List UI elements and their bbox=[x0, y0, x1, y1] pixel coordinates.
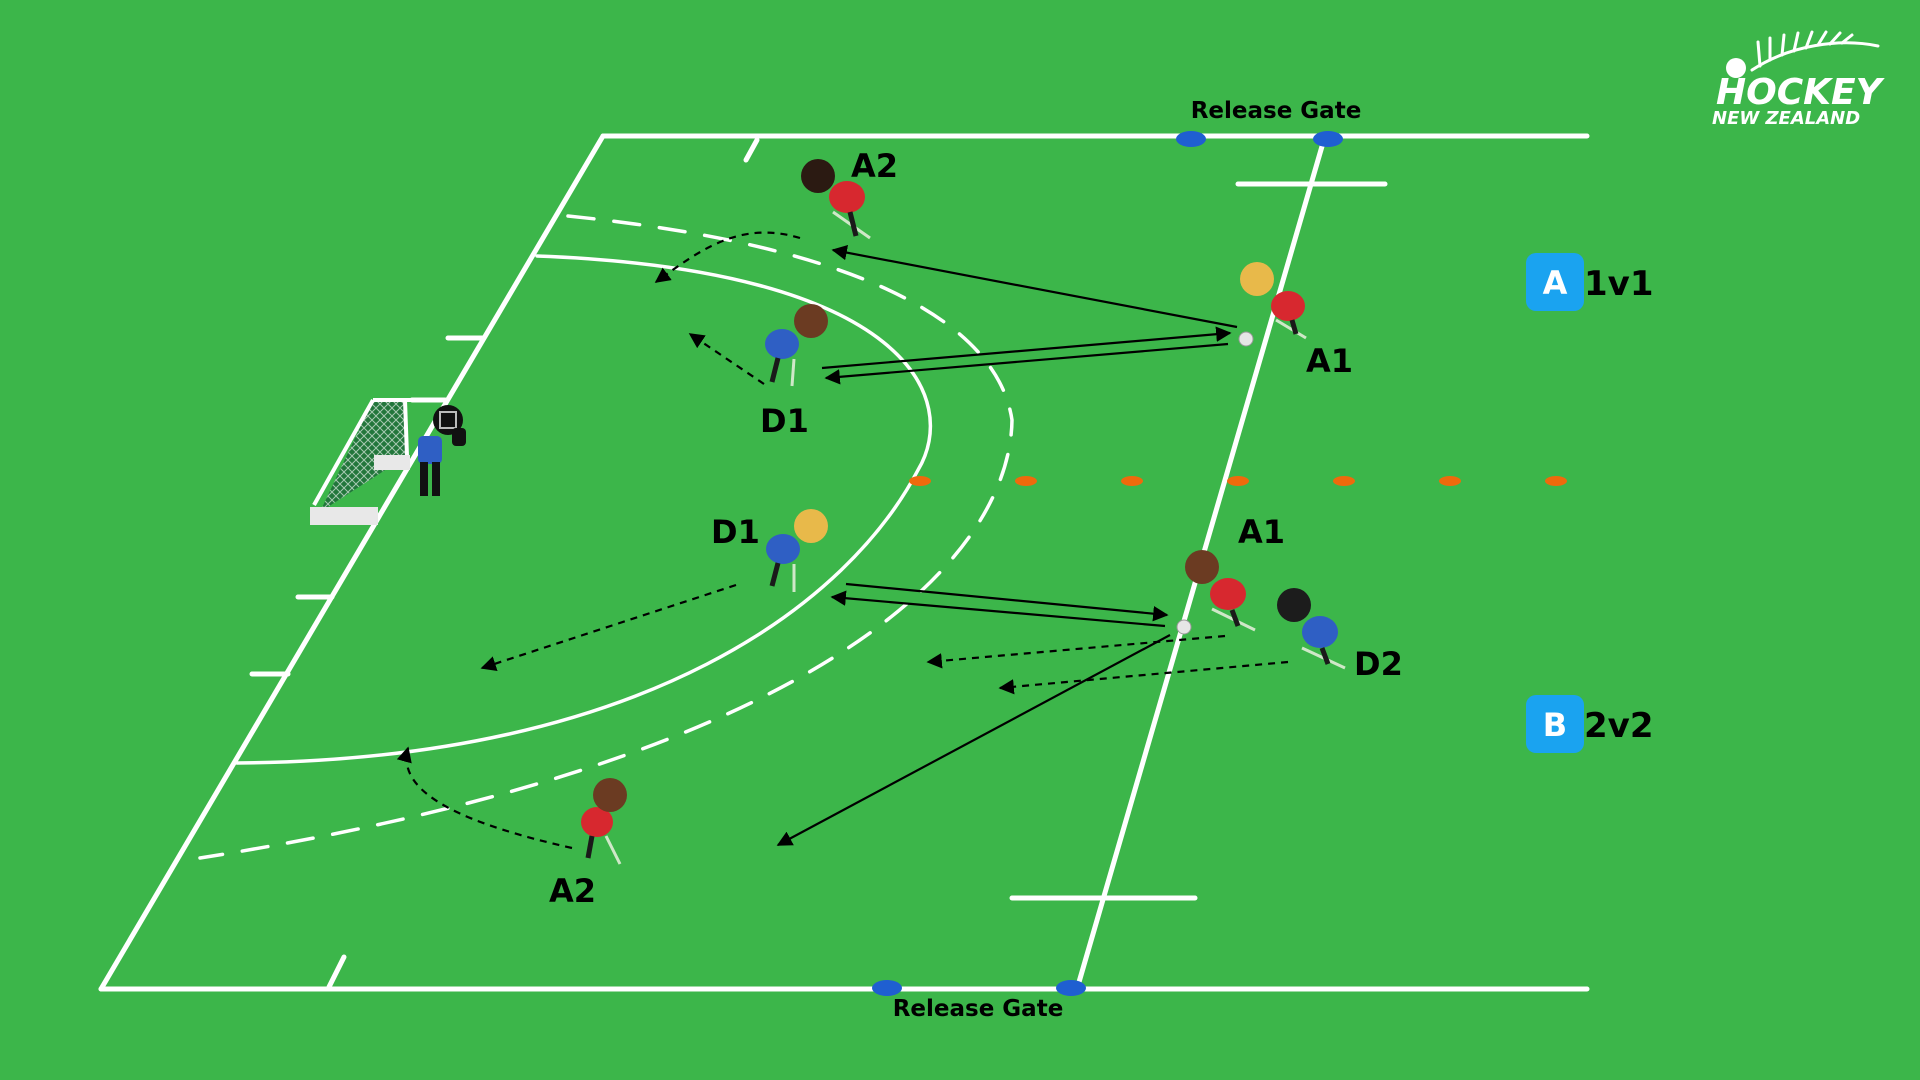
ball-logo-icon bbox=[1726, 58, 1746, 78]
logo-line-1: HOCKEY bbox=[1716, 72, 1886, 113]
run-d1-top bbox=[688, 333, 765, 385]
run-a1-bottom bbox=[926, 634, 1226, 669]
badge-a-letter: A bbox=[1543, 264, 1568, 302]
player-a2-bottom bbox=[581, 778, 627, 865]
player-a1-bottom bbox=[1185, 550, 1256, 632]
player-d1-bottom bbox=[766, 509, 828, 592]
ball-bottom bbox=[1176, 619, 1192, 635]
label-a1-bottom: A1 bbox=[1238, 513, 1285, 551]
five-metre-dashed-line bbox=[198, 214, 1014, 860]
pass-a1-long bbox=[776, 634, 1171, 846]
player-d2 bbox=[1277, 588, 1346, 670]
legend-item-b: B 2v2 bbox=[1526, 695, 1653, 753]
ball-top bbox=[1238, 331, 1254, 347]
logo-line-2: NEW ZEALAND bbox=[1712, 108, 1860, 129]
tick-bottom-2 bbox=[326, 954, 347, 990]
player-d1-top bbox=[765, 304, 828, 387]
cone-blue-top-2 bbox=[1313, 131, 1343, 147]
tick-top-1 bbox=[743, 137, 760, 163]
shooting-circle bbox=[235, 254, 933, 765]
label-d2: D2 bbox=[1354, 645, 1403, 683]
pass-d1-to-a1-top bbox=[821, 326, 1232, 370]
label-d1-bottom: D1 bbox=[711, 513, 760, 551]
goalkeeper bbox=[418, 405, 466, 496]
badge-b-letter: B bbox=[1543, 706, 1567, 744]
player-a2-top bbox=[801, 159, 871, 240]
back-line bbox=[98, 133, 606, 992]
label-a1-top: A1 bbox=[1306, 342, 1353, 380]
legend-a-label: 1v1 bbox=[1584, 264, 1653, 304]
fern-icon bbox=[1750, 30, 1880, 72]
run-a2-bottom bbox=[396, 746, 573, 850]
badge-a bbox=[1526, 253, 1584, 311]
pass-a1-to-d1-bottom bbox=[830, 590, 1166, 628]
label-d1-top: D1 bbox=[760, 402, 809, 440]
channel-cones-orange bbox=[909, 476, 1567, 486]
run-a2-top bbox=[654, 231, 801, 283]
arrows bbox=[396, 231, 1289, 850]
run-d1-bottom bbox=[480, 583, 737, 672]
label-a2-bottom: A2 bbox=[549, 872, 596, 910]
pass-a1-to-a2-top bbox=[831, 245, 1238, 329]
label-a2-top: A2 bbox=[851, 147, 898, 185]
cone-blue-top-1 bbox=[1176, 131, 1206, 147]
goal bbox=[310, 398, 445, 525]
legend-b-label: 2v2 bbox=[1584, 706, 1653, 746]
legend-item-a: A 1v1 bbox=[1526, 253, 1653, 311]
pitch-lines bbox=[98, 133, 1590, 992]
cones bbox=[872, 131, 1567, 996]
player-a1-top bbox=[1240, 262, 1307, 340]
cone-blue-bottom-2 bbox=[1056, 980, 1086, 996]
badge-b bbox=[1526, 695, 1584, 753]
release-gate-top-label: Release Gate bbox=[1191, 98, 1362, 124]
pass-a1-to-d1-top bbox=[824, 342, 1229, 385]
cone-blue-bottom-1 bbox=[872, 980, 902, 996]
release-gate-bottom-label: Release Gate bbox=[893, 996, 1064, 1022]
run-d2 bbox=[998, 660, 1289, 695]
hockey-nz-logo: HOCKEY NEW ZEALAND bbox=[1712, 30, 1886, 129]
pass-d1-to-a1-bottom bbox=[845, 582, 1169, 622]
